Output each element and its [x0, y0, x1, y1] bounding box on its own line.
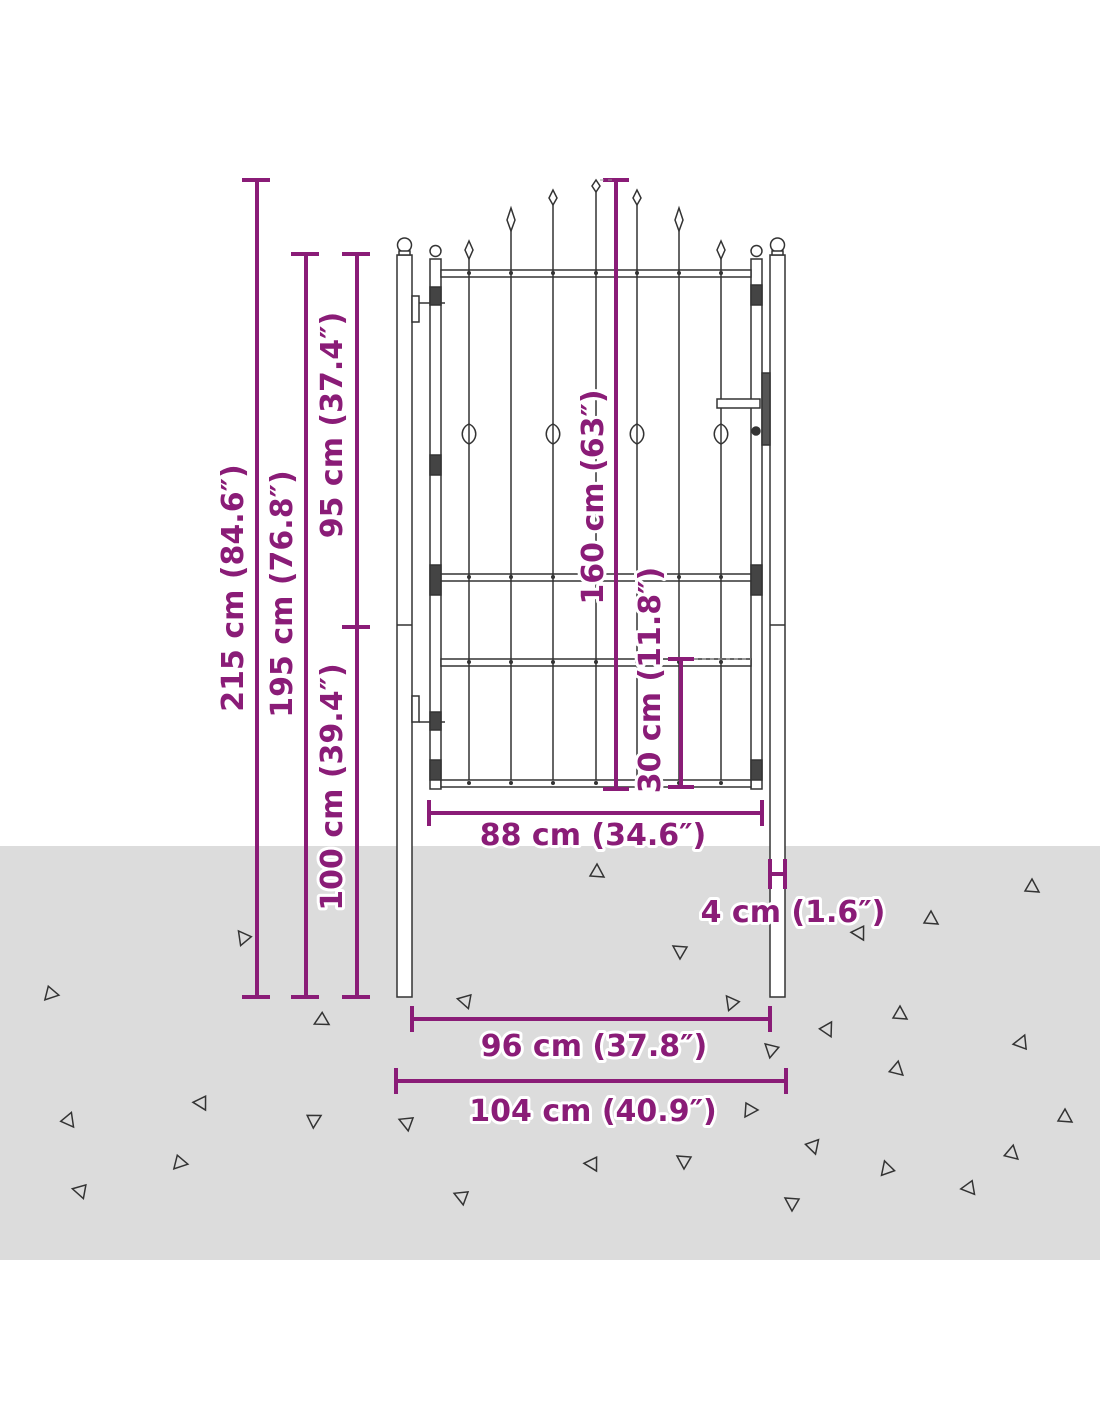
label-overall-width: 104 cm (40.9″): [469, 1094, 716, 1129]
dimension-labels: 215 cm (84.6″) 195 cm (76.8″) 95 cm (37.…: [213, 309, 888, 1132]
helper-lines: [600, 179, 751, 660]
label-post-height: 195 cm (76.8″): [265, 470, 300, 717]
dimension-lines: [242, 178, 788, 1094]
left-post: [396, 237, 413, 998]
gate-illustration: [396, 178, 786, 998]
gate-bars: [461, 178, 729, 785]
label-upper-height: 95 cm (37.4″): [315, 312, 350, 539]
label-gate-height: 160 cm (63″): [576, 389, 611, 604]
label-gate-width: 88 cm (34.6″): [480, 818, 707, 853]
label-bar-spacing: 30 cm (11.8″): [633, 567, 668, 794]
hinges: [411, 284, 763, 781]
label-post-width: 4 cm (1.6″): [701, 895, 886, 930]
label-inner-width: 96 cm (37.8″): [481, 1029, 708, 1064]
gate-handle: [716, 372, 771, 446]
ground-area: [0, 846, 1100, 1260]
label-lower-height: 100 cm (39.4″): [315, 663, 350, 910]
right-post: [769, 237, 786, 998]
label-total-height: 215 cm (84.6″): [216, 464, 251, 711]
